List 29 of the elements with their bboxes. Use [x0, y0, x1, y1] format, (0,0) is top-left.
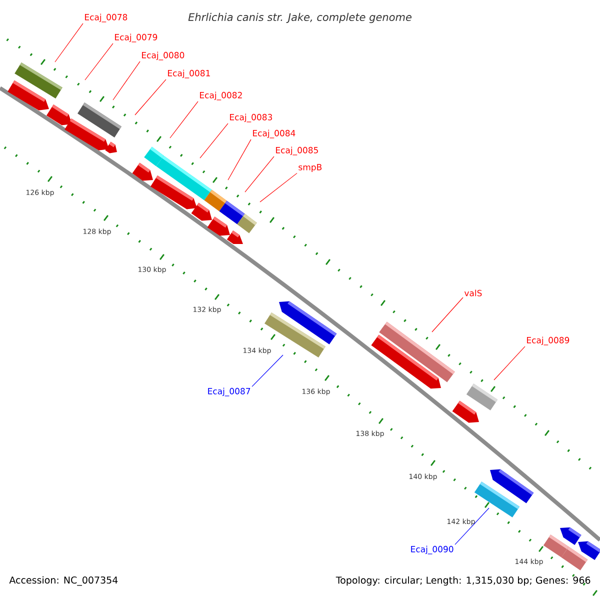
gene-label: Ecaj_0090 — [411, 546, 454, 554]
leader-line — [54, 23, 84, 62]
title: Ehrlichia canis str. Jake, complete genome — [188, 12, 412, 24]
leader-line — [252, 354, 284, 387]
leader-line — [200, 123, 228, 158]
leader-line — [134, 79, 166, 116]
leader-line — [494, 346, 526, 380]
gene-label: Ecaj_0078 — [85, 14, 128, 22]
leader-line — [112, 61, 140, 100]
leader-line — [432, 297, 464, 332]
gene-label: Ecaj_0087 — [208, 388, 250, 396]
gene-label: valS — [464, 290, 482, 296]
leader-line — [260, 172, 298, 202]
leader-line — [228, 139, 252, 180]
gene-label: Ecaj_0080 — [142, 52, 184, 60]
gene-label: Ecaj_0089 — [527, 336, 570, 346]
leader-line — [244, 156, 274, 192]
footer-text: Topology: circular; Length: 1,315,030 bp; Genes: 966 — [336, 576, 590, 586]
gene-label: Ecaj_0083 — [230, 114, 272, 122]
footer-text: Accession: NC_007354 — [9, 576, 118, 586]
gene-label: Ecaj_0082 — [200, 92, 242, 100]
leader-line — [170, 101, 198, 138]
gene-label: Ecaj_0079 — [115, 34, 158, 42]
gene-label: Ecaj_0084 — [253, 130, 296, 138]
gene-label: smpB — [298, 164, 322, 172]
leader-line — [84, 43, 114, 80]
gene-label: Ecaj_0085 — [276, 146, 318, 156]
gene-label: Ecaj_0081 — [168, 70, 210, 78]
leader-line — [454, 508, 490, 545]
